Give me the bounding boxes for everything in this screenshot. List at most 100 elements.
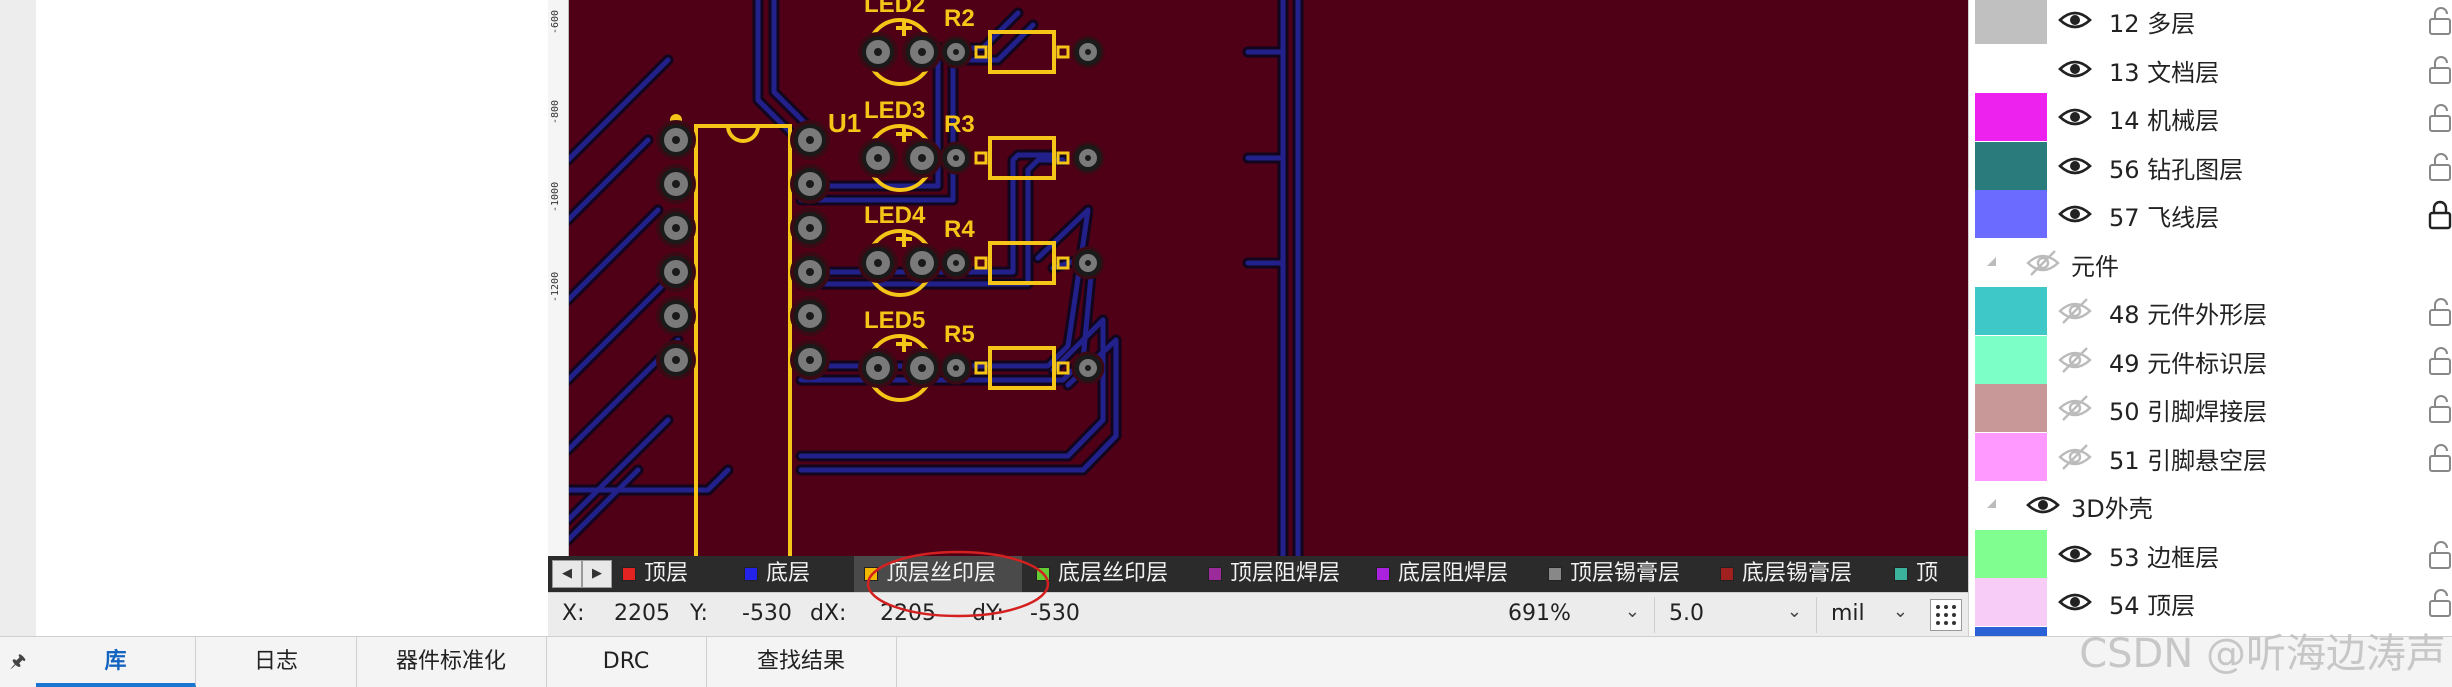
layer-tab[interactable]: 顶层锡膏层 (1538, 556, 1706, 592)
chevron-down-icon: ⌄ (1892, 601, 1908, 622)
layer-tabs-prev-button[interactable]: ◀ (552, 560, 582, 588)
layer-color-swatch[interactable] (1975, 432, 2047, 481)
layer-color-swatch (1208, 567, 1222, 581)
layer-name: 49 元件标识层 (2109, 349, 2268, 378)
watermark: CSDN @听海边涛声 (2079, 631, 2446, 677)
unlock-icon[interactable] (2427, 394, 2452, 424)
layer-row[interactable]: 13 文档层 (1969, 44, 2452, 93)
unlock-icon[interactable] (2427, 346, 2452, 376)
grid-toggle-button[interactable] (1930, 599, 1962, 631)
layer-row[interactable]: 57 飞线层 (1969, 190, 2452, 238)
layer-tab[interactable]: 顶层丝印层 (854, 556, 1022, 592)
unlock-icon[interactable] (2427, 55, 2452, 85)
lock-icon[interactable] (2427, 200, 2452, 230)
unlock-icon[interactable] (2427, 6, 2452, 36)
layer-color-swatch[interactable] (1975, 529, 2047, 578)
layer-name: 14 机械层 (2109, 107, 2220, 135)
layer-color-swatch[interactable] (1975, 287, 2047, 335)
layer-row[interactable]: 49 元件标识层 (1969, 335, 2452, 384)
unlock-icon[interactable] (2427, 103, 2452, 133)
layer-tab[interactable]: 顶 (1884, 556, 1968, 592)
layer-tab[interactable]: 底层 (734, 556, 850, 592)
resistor-label: R4 (944, 216, 975, 243)
zoom-select[interactable]: 691% ⌄ (1494, 597, 1654, 633)
layer-color-swatch[interactable] (1975, 384, 2047, 432)
layer-row[interactable]: 56 钻孔图层 (1969, 141, 2452, 190)
layer-tab-label: 顶层 (644, 561, 689, 586)
layer-row[interactable]: 53 边框层 (1969, 529, 2452, 578)
eye-icon[interactable] (2057, 588, 2093, 616)
eye-icon[interactable] (2057, 152, 2093, 180)
u1-footprint[interactable]: U1 (656, 108, 861, 556)
layer-tab-label: 底层锡膏层 (1742, 561, 1853, 586)
y-coord-value: -530 (742, 601, 792, 626)
pin-icon[interactable]: 🖈 (9, 651, 27, 672)
unlock-icon[interactable] (2427, 152, 2452, 182)
layer-name: 3D外壳 (2071, 495, 2153, 523)
layer-tab[interactable]: 顶层阻焊层 (1198, 556, 1362, 592)
vertical-ruler: -600 -800 -1000 -1200 (548, 0, 569, 556)
layer-row[interactable]: 12 多层 (1969, 0, 2452, 44)
unlock-icon[interactable] (2427, 443, 2452, 473)
eye-off-icon[interactable] (2057, 297, 2093, 325)
layer-row[interactable]: 50 引脚焊接层 (1969, 384, 2452, 432)
layer-color-swatch (622, 567, 636, 581)
eye-icon[interactable] (2057, 200, 2093, 228)
expand-toggle-icon[interactable] (1987, 499, 1996, 508)
eye-off-icon[interactable] (2025, 249, 2061, 277)
layer-group-row[interactable]: 元件 (1969, 239, 2452, 287)
unlock-icon[interactable] (2427, 540, 2452, 570)
tab-drc[interactable]: DRC (546, 637, 707, 687)
dx-label: dX: (810, 601, 847, 626)
layer-color-swatch[interactable] (1975, 0, 2047, 44)
layer-color-swatch[interactable] (1975, 44, 2047, 93)
layer-color-swatch[interactable] (1975, 93, 2047, 141)
layer-color-swatch (1720, 567, 1734, 581)
expand-toggle-icon[interactable] (1987, 256, 1996, 266)
layer-color-swatch[interactable] (1975, 141, 2047, 190)
layer-color-swatch[interactable] (1975, 335, 2047, 384)
eye-icon[interactable] (2057, 55, 2093, 83)
layer-name: 57 飞线层 (2109, 204, 2220, 232)
eye-off-icon[interactable] (2057, 443, 2093, 471)
eye-icon[interactable] (2057, 540, 2093, 568)
tab-device-standardization[interactable]: 器件标准化 (356, 637, 547, 687)
eye-off-icon[interactable] (2057, 394, 2093, 422)
eye-icon[interactable] (2057, 103, 2093, 131)
unit-value: mil (1831, 601, 1865, 626)
layer-row[interactable]: 54 顶层 (1969, 578, 2452, 626)
layer-tab[interactable]: 顶层 (612, 556, 728, 592)
layer-name: 56 钻孔图层 (2109, 155, 2244, 184)
layer-row[interactable]: 14 机械层 (1969, 93, 2452, 141)
unlock-icon[interactable] (2427, 588, 2452, 618)
eye-off-icon[interactable] (2057, 346, 2093, 374)
eye-icon[interactable] (2057, 6, 2093, 34)
tab-library[interactable]: 库 (36, 637, 196, 687)
grid-size-value: 5.0 (1669, 601, 1704, 626)
layer-color-swatch[interactable] (1975, 190, 2047, 238)
layer-name: 51 引脚悬空层 (2109, 446, 2268, 475)
unlock-icon[interactable] (2427, 297, 2452, 327)
layer-row[interactable]: 51 引脚悬空层 (1969, 432, 2452, 481)
unit-select[interactable]: mil ⌄ (1816, 597, 1922, 633)
u1-label: U1 (828, 108, 861, 138)
resistor-label: R2 (944, 5, 975, 32)
tab-find-results[interactable]: 查找结果 (706, 637, 897, 687)
layer-group-row[interactable]: 3D外壳 (1969, 481, 2452, 529)
layer-tab[interactable]: 底层锡膏层 (1710, 556, 1880, 592)
dy-value: -530 (1030, 601, 1080, 626)
layer-tab[interactable]: 底层阻焊层 (1366, 556, 1534, 592)
grid-size-select[interactable]: 5.0 ⌄ (1654, 597, 1816, 633)
tab-log[interactable]: 日志 (196, 637, 357, 687)
layer-color-swatch[interactable] (1975, 578, 2047, 626)
layer-tab[interactable]: 底层丝印层 (1026, 556, 1194, 592)
eye-icon[interactable] (2025, 491, 2061, 519)
layer-row[interactable]: 48 元件外形层 (1969, 287, 2452, 335)
layer-tabs-next-button[interactable]: ▶ (582, 560, 612, 588)
